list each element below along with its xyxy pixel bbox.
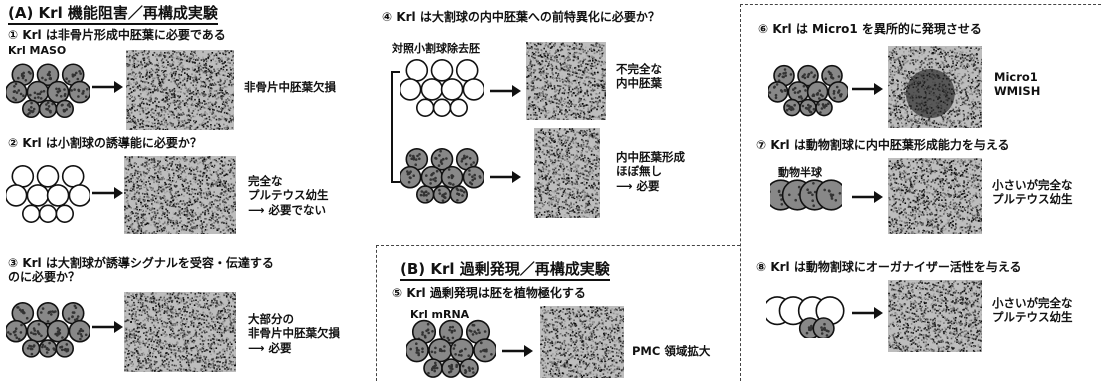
exp1-heading: ① Krl は非骨片形成中胚葉に必要である (8, 28, 226, 42)
exp5-label: Krl mRNA (410, 308, 470, 321)
exp4-embryo-top (400, 52, 484, 120)
exp6-heading: ⑥ Krl は Micro1 を異所的に発現させる (758, 22, 982, 36)
exp2-result: 完全な プルテウス幼生 ⟶ 必要でない (248, 174, 329, 217)
exp7-label: 動物半球 (778, 166, 822, 179)
exp4-larva-top-image (526, 42, 606, 120)
exp2-heading: ② Krl は小割球の誘導能に必要か？ (8, 136, 202, 150)
exp5-larva-image (540, 306, 624, 378)
exp7-larva-image (888, 158, 982, 234)
exp8-arrow-icon (850, 306, 884, 320)
exp4-result-bottom: 内中胚葉形成 ほぼ無し ⟶ 必要 (616, 150, 685, 193)
exp4-heading: ④ Krl は大割球の内中胚葉への前特異化に必要か？ (382, 10, 660, 24)
exp7-result: 小さいが完全な プルテウス幼生 (992, 178, 1073, 207)
exp5-arrow-icon (500, 344, 534, 358)
exp7-embryo (770, 178, 842, 212)
exp7-arrow-icon (850, 190, 884, 204)
exp1-larva-image (126, 50, 234, 130)
section-a-title: (A) Krl 機能阻害／再構成実験 (8, 2, 218, 25)
exp3-heading: ③ Krl は大割球が誘導シグナルを受容・伝達する のに必要か？ (8, 256, 274, 285)
exp4-result-top: 不完全な 内中胚葉 (616, 62, 662, 91)
exp4-larva-bottom-image (534, 128, 600, 218)
divider-top-right (740, 4, 1101, 5)
exp4-label: 対照小割球除去胚 (392, 42, 480, 55)
exp8-heading: ⑧ Krl は動物割球にオーガナイザー活性を与える (756, 260, 1022, 274)
exp3-result: 大部分の 非骨片中胚葉欠損 ⟶ 必要 (248, 312, 340, 355)
exp4-embryo-bottom (400, 142, 484, 206)
exp2-embryo (6, 158, 90, 226)
exp2-arrow-icon (90, 186, 124, 200)
exp7-heading: ⑦ Krl は動物割球に内中胚葉形成能力を与える (756, 138, 1010, 152)
section-b-title: (B) Krl 過剰発現／再構成実験 (400, 258, 610, 281)
exp1-label: Krl MASO (8, 44, 67, 57)
exp3-larva-image (124, 292, 236, 372)
exp6-arrow-icon (850, 82, 884, 96)
exp3-arrow-icon (90, 320, 124, 334)
exp1-arrow-icon (90, 80, 124, 94)
exp1-embryo (6, 58, 90, 120)
exp6-embryo (768, 60, 848, 118)
exp4-arrow-top-icon (488, 84, 522, 98)
exp4-arrow-bottom-icon (488, 170, 522, 184)
exp4-bracket (388, 70, 402, 186)
divider-vertical-right (740, 4, 741, 381)
exp5-result: PMC 領域拡大 (632, 344, 711, 358)
exp2-larva-image (124, 156, 236, 234)
exp6-wmish-image (888, 46, 982, 128)
divider-horizontal-b (376, 245, 740, 246)
exp5-heading: ⑤ Krl 過剰発現は胚を植物極化する (392, 286, 586, 300)
exp5-embryo (406, 314, 496, 380)
exp1-result: 非骨片中胚葉欠損 (244, 80, 336, 94)
divider-vertical-middle (376, 245, 377, 381)
exp8-embryo (766, 294, 846, 338)
exp3-embryo (6, 296, 90, 360)
exp8-larva-image (888, 280, 982, 352)
exp8-result: 小さいが完全な プルテウス幼生 (992, 296, 1073, 325)
exp6-result: Micro1 WMISH (994, 70, 1041, 99)
